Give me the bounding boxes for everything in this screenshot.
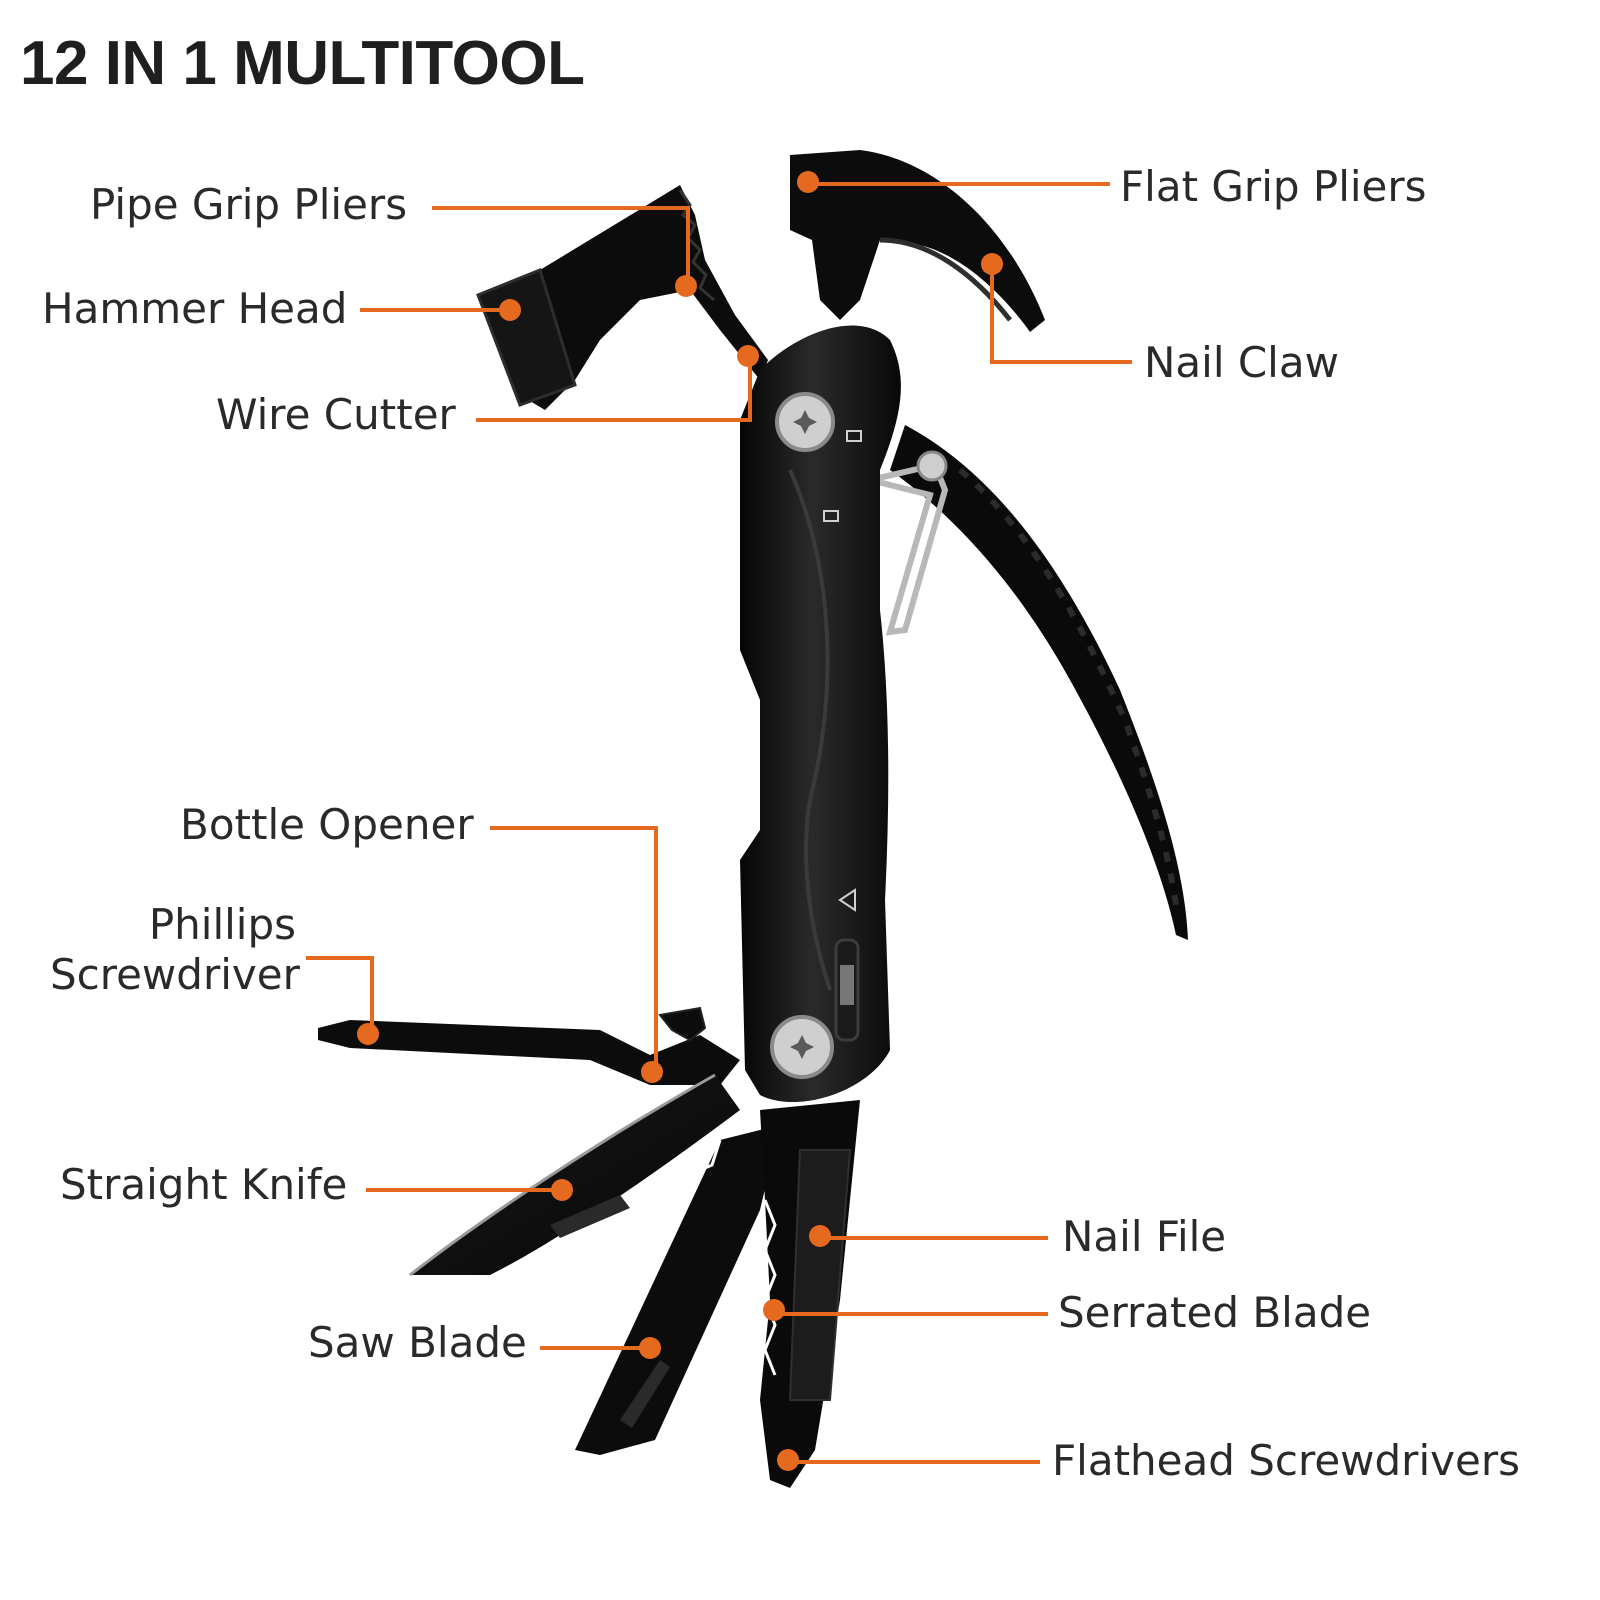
pliers-handle-arm	[890, 425, 1188, 940]
nail-file-texture	[788, 1149, 852, 1401]
label-flat-grip-pliers: Flat Grip Pliers	[1120, 162, 1427, 211]
clip-rivet	[916, 450, 948, 482]
page-title: 12 IN 1 MULTITOOL	[20, 29, 585, 98]
bottle-opener-hook	[658, 1006, 707, 1042]
leader-hammer-head-dot	[499, 299, 521, 321]
saw-slot	[620, 1360, 670, 1428]
serrations	[763, 1199, 777, 1376]
lock-icon	[823, 510, 839, 522]
leader-nail-claw-dot	[981, 253, 1003, 275]
label-wire-cutter: Wire Cutter	[216, 390, 456, 439]
leader-flat-grip-pliers-dot	[797, 171, 819, 193]
top-screw-torx	[793, 410, 817, 434]
saw-teeth	[573, 1139, 722, 1411]
leader-wire-cutter-dot	[737, 345, 759, 367]
unlock-icon	[846, 430, 862, 442]
label-pipe-grip-pliers: Pipe Grip Pliers	[90, 180, 408, 229]
triangle-icon	[838, 888, 856, 912]
slider-knob	[840, 965, 854, 1005]
leader-bottle-opener-dot	[641, 1061, 663, 1083]
leader-phillips-line	[306, 956, 374, 1034]
phillips-blade	[318, 1020, 740, 1085]
leader-wire-cutter-line	[476, 356, 752, 422]
label-saw-blade: Saw Blade	[308, 1318, 527, 1367]
label-nail-file: Nail File	[1062, 1212, 1227, 1261]
leader-straight-knife-dot	[551, 1179, 573, 1201]
straight-knife-blade	[410, 1075, 740, 1275]
leader-pipe-grip-pliers-line	[432, 206, 690, 285]
label-flathead-screwdrivers: Flathead Screwdrivers	[1052, 1436, 1520, 1485]
straight-knife-edge	[409, 1073, 716, 1277]
label-serrated-blade: Serrated Blade	[1058, 1288, 1372, 1337]
saw-blade	[575, 1125, 780, 1455]
label-phillips-line1: Phillips	[148, 900, 296, 949]
knife-slot	[550, 1195, 630, 1238]
leader-serrated-blade-dot	[763, 1299, 785, 1321]
label-nail-claw: Nail Claw	[1144, 338, 1339, 387]
leader-nail-claw-line	[990, 265, 1132, 364]
label-straight-knife: Straight Knife	[60, 1160, 348, 1209]
leader-phillips-dot	[357, 1023, 379, 1045]
label-bottle-opener: Bottle Opener	[180, 800, 474, 849]
label-phillips-screwdriver: Phillips Screwdriver	[50, 900, 300, 1001]
leader-flathead-dot	[777, 1449, 799, 1471]
label-hammer-head: Hammer Head	[42, 284, 348, 333]
main-handle	[740, 325, 901, 1103]
leader-lines	[306, 171, 1132, 1471]
leader-saw-blade-dot	[639, 1337, 661, 1359]
flat-grip-jaw	[790, 150, 1045, 332]
bottom-screw-torx	[790, 1035, 814, 1059]
label-phillips-line2: Screwdriver	[50, 950, 300, 1000]
leader-nail-file-dot	[809, 1225, 831, 1247]
nail-claw-notch	[879, 237, 1012, 322]
handle-contour	[788, 469, 832, 991]
leader-pipe-grip-pliers-dot	[675, 275, 697, 297]
leader-bottle-opener-line	[490, 826, 658, 1072]
